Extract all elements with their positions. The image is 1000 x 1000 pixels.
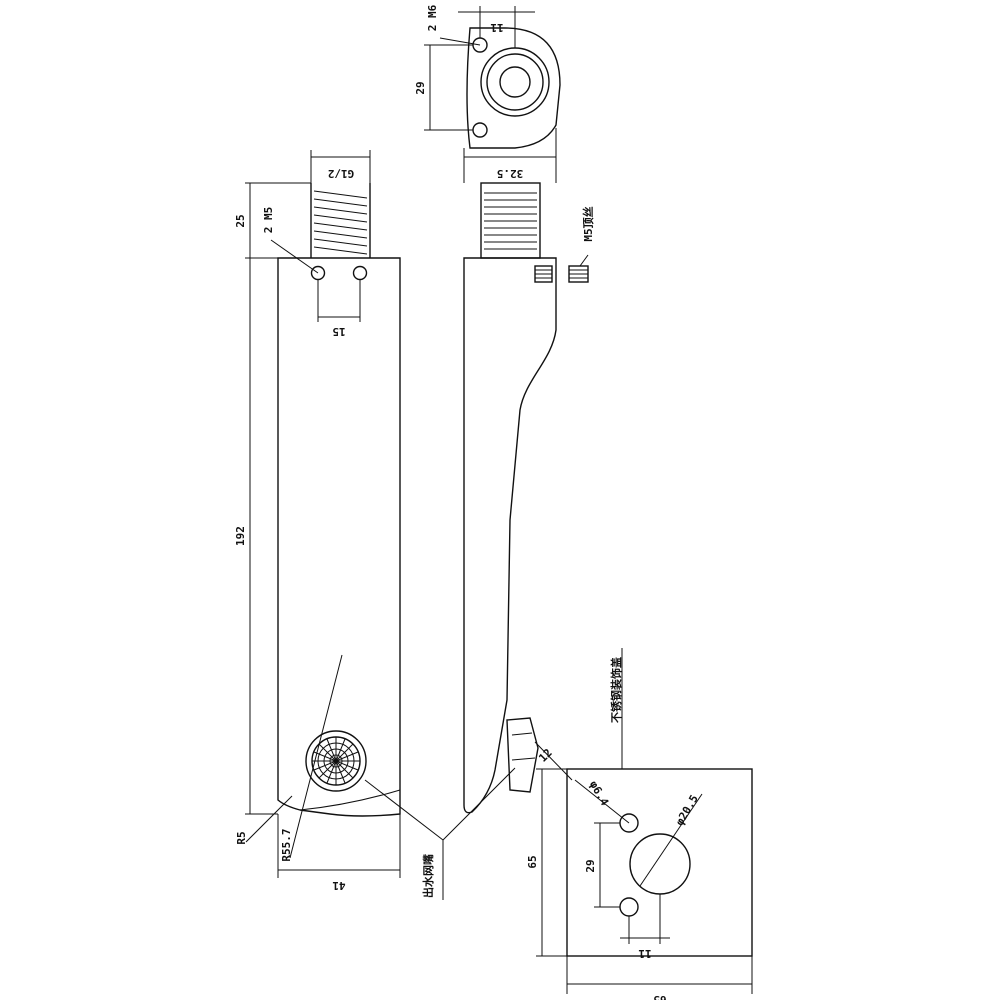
dim-41-label: 41	[332, 879, 346, 892]
dim-12-label: 12	[536, 746, 555, 765]
m5-set-screw-label: M5顶丝	[581, 206, 595, 241]
side-outlet-nub	[506, 717, 539, 793]
base-hole-lower	[619, 897, 639, 917]
dim-25-label: 25	[234, 214, 247, 227]
dim-29-top-label: 29	[414, 81, 427, 94]
outlet-callout: 出水网嘴	[364, 767, 516, 900]
dim-15-label: 15	[332, 325, 345, 338]
top-outlet-mid	[486, 53, 544, 111]
dim-192-label: 192	[234, 526, 247, 546]
base-plate-label: 不锈钢装饰盖	[609, 657, 623, 723]
dim-phi20-5-label: φ20.5	[673, 793, 701, 828]
dim-65-vertical-label: 65	[526, 855, 539, 868]
dim-11-top-label: 11	[490, 21, 504, 34]
holes-2m6-label: 2 M6	[426, 4, 439, 31]
base-plate-view: 不锈钢装饰盖 φ6.4 φ20.5 65 29 11 65	[526, 648, 753, 1000]
front-body-outline	[277, 257, 401, 817]
dim-phi6-4-label: φ6.4	[587, 779, 612, 809]
aerator-icon	[305, 730, 367, 792]
top-hole-lower	[472, 122, 488, 138]
dim-32-5-label: 32.5	[497, 167, 524, 180]
base-plate-outline	[566, 768, 753, 957]
top-view-outline	[466, 27, 561, 149]
front-view: G1/2 25 2 M5 15 192 R5 R55.7 41	[234, 150, 401, 892]
dim-11-bottom-label: 11	[638, 947, 652, 960]
side-body-outline	[463, 257, 557, 814]
front-thread	[310, 183, 371, 258]
top-view: 2 M6 11 29 32.5	[414, 4, 561, 183]
dim-65-horizontal-label: 65	[653, 993, 666, 1000]
base-center-hole	[629, 833, 691, 895]
top-outlet-outer	[480, 47, 550, 117]
side-thread-lines	[484, 192, 537, 250]
dim-29-bottom-label: 29	[584, 859, 597, 872]
side-view: M5顶丝 12	[463, 182, 595, 814]
outlet-label: 出水网嘴	[421, 854, 435, 898]
top-outlet-inner	[499, 66, 531, 98]
thread-g12-label: G1/2	[328, 167, 355, 180]
holes-2m5-label: 2 M5	[262, 207, 275, 234]
dim-r5-label: R5	[235, 831, 248, 844]
dim-r55-7-label: R55.7	[280, 828, 293, 861]
m5-hole-left	[310, 265, 326, 281]
m5-hole-right	[352, 265, 368, 281]
